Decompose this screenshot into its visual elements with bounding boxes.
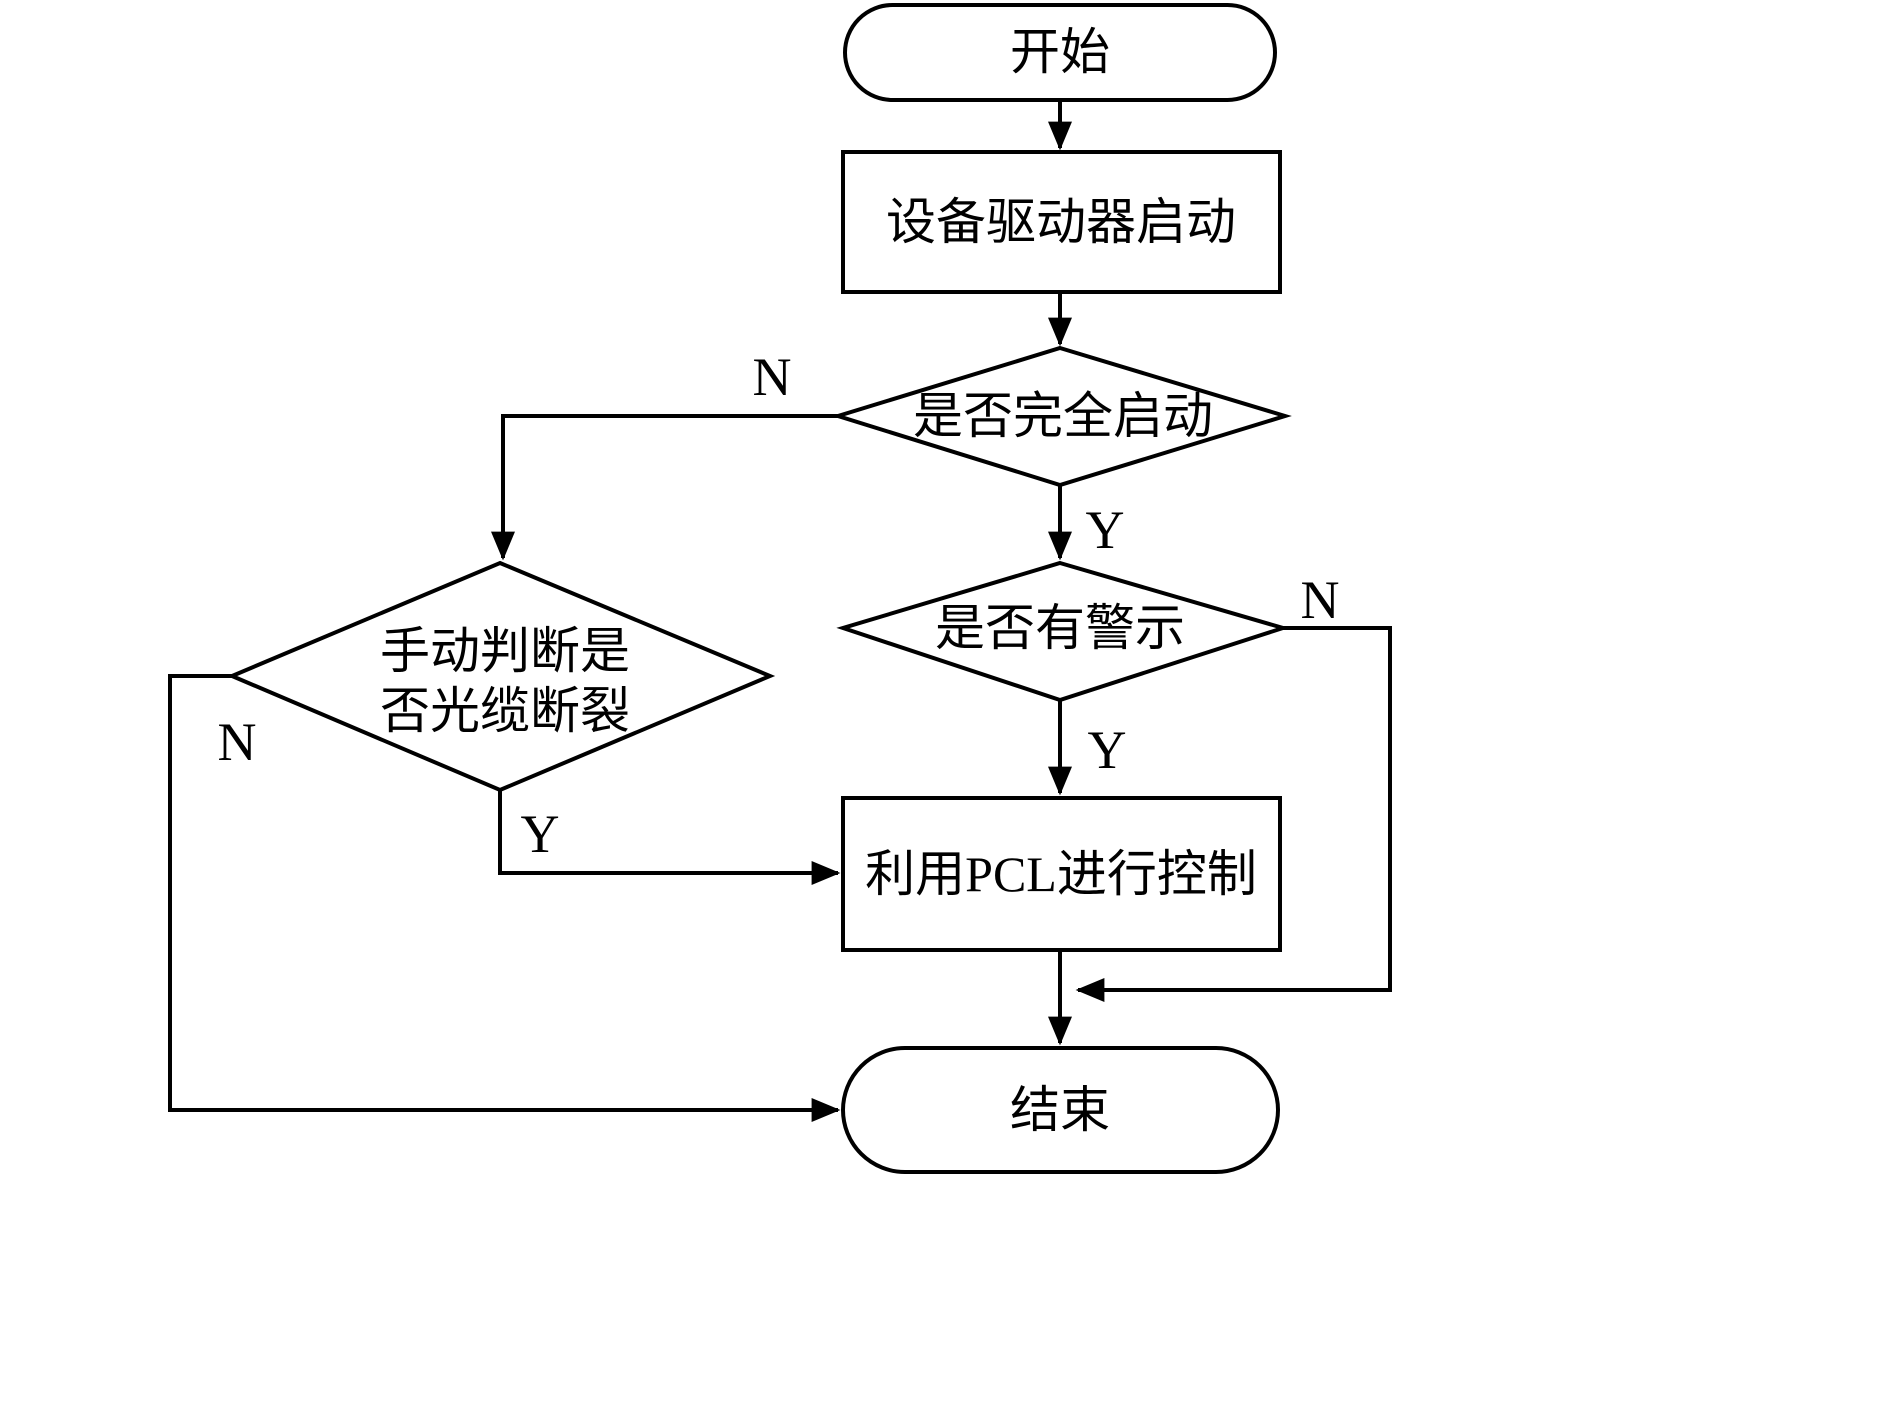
- manual-check-label-line2: 否光缆断裂: [380, 683, 630, 739]
- node-driver-start: 设备驱动器启动: [841, 150, 1282, 294]
- node-pcl-control: 利用PCL进行控制: [841, 796, 1282, 952]
- manual-check-yes-label: Y: [521, 804, 560, 864]
- edge-fully-started-no-to-manual-check: [491, 414, 838, 561]
- edge-labels: N Y N Y Y N: [218, 347, 1340, 864]
- pcl-control-label: 利用PCL进行控制: [865, 846, 1257, 902]
- manual-check-label-line1: 手动判断是: [380, 623, 630, 679]
- edges: [168, 100, 1392, 1122]
- end-terminator-shape: [841, 1046, 1280, 1174]
- fully-started-yes-label: Y: [1086, 500, 1125, 560]
- has-warning-decision-shape: [836, 560, 1290, 703]
- node-end: 结束: [841, 1046, 1280, 1174]
- fully-started-decision-shape: [831, 345, 1292, 488]
- node-has-warning: 是否有警示: [836, 560, 1290, 703]
- edge-manual-check-yes-to-pcl: [498, 790, 841, 885]
- node-start: 开始: [843, 3, 1277, 102]
- end-label: 结束: [1010, 1082, 1110, 1138]
- driver-start-process-shape: [841, 150, 1282, 294]
- node-fully-started: 是否完全启动: [831, 345, 1292, 488]
- node-manual-check: 手动判断是 否光缆断裂: [226, 560, 776, 793]
- driver-start-label: 设备驱动器启动: [886, 194, 1236, 250]
- edge-has-warning-no-to-junction: [1075, 626, 1392, 1002]
- fully-started-no-label: N: [753, 347, 792, 407]
- edge-manual-check-no-to-end: [168, 674, 841, 1122]
- start-label: 开始: [1010, 24, 1110, 80]
- has-warning-label: 是否有警示: [935, 600, 1185, 656]
- manual-check-decision-shape: [226, 560, 776, 793]
- has-warning-yes-label: Y: [1088, 720, 1127, 780]
- fully-started-label: 是否完全启动: [913, 388, 1213, 444]
- manual-check-no-label: N: [218, 712, 257, 772]
- pcl-control-process-shape: [841, 796, 1282, 952]
- start-terminator-shape: [843, 3, 1277, 102]
- has-warning-no-label: N: [1301, 570, 1340, 630]
